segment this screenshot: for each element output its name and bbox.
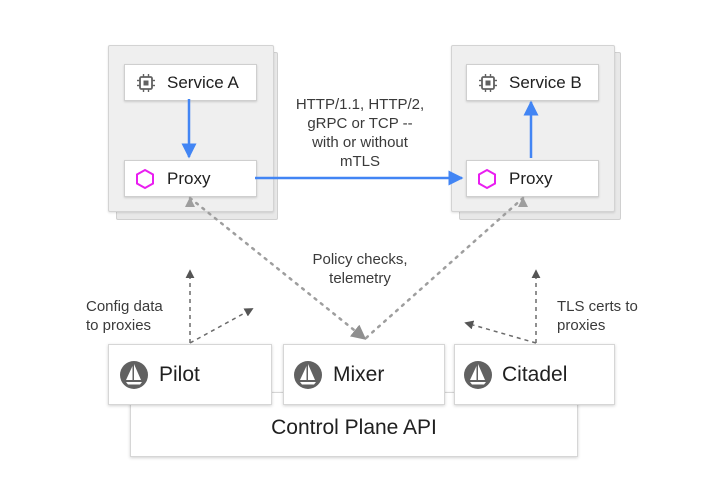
proxy-a-card[interactable]: Proxy xyxy=(124,160,257,197)
config-label: Config data to proxies xyxy=(86,298,163,334)
protocol-label: HTTP/1.1, HTTP/2, gRPC or TCP -- with or… xyxy=(295,96,425,170)
mixer-label: Mixer xyxy=(333,362,385,386)
proxy-b-label: Proxy xyxy=(509,168,553,188)
proxy-a-label: Proxy xyxy=(167,168,211,188)
service-a-label: Service A xyxy=(167,72,239,92)
hexagon-icon xyxy=(476,168,498,190)
service-a-card[interactable]: Service A xyxy=(124,64,257,101)
citadel-label: Citadel xyxy=(502,362,568,386)
mixer-card[interactable]: Mixer xyxy=(283,344,445,405)
sail-icon xyxy=(119,360,149,390)
pilot-diagonal-arrow xyxy=(189,308,254,344)
control-plane-label: Control Plane API xyxy=(271,416,437,439)
sail-icon xyxy=(293,360,323,390)
sail-icon xyxy=(463,360,493,390)
certs-label: TLS certs to proxies xyxy=(557,298,638,334)
chip-icon xyxy=(478,73,498,93)
citadel-card[interactable]: Citadel xyxy=(454,344,615,405)
pilot-card[interactable]: Pilot xyxy=(108,344,272,405)
hexagon-icon xyxy=(134,168,156,190)
citadel-diagonal-arrow xyxy=(464,320,537,344)
policy-label: Policy checks, telemetry xyxy=(312,251,408,287)
pilot-label: Pilot xyxy=(159,362,200,386)
proxy-b-card[interactable]: Proxy xyxy=(466,160,599,197)
service-b-card[interactable]: Service B xyxy=(466,64,599,101)
chip-icon xyxy=(136,73,156,93)
service-b-label: Service B xyxy=(509,72,582,92)
